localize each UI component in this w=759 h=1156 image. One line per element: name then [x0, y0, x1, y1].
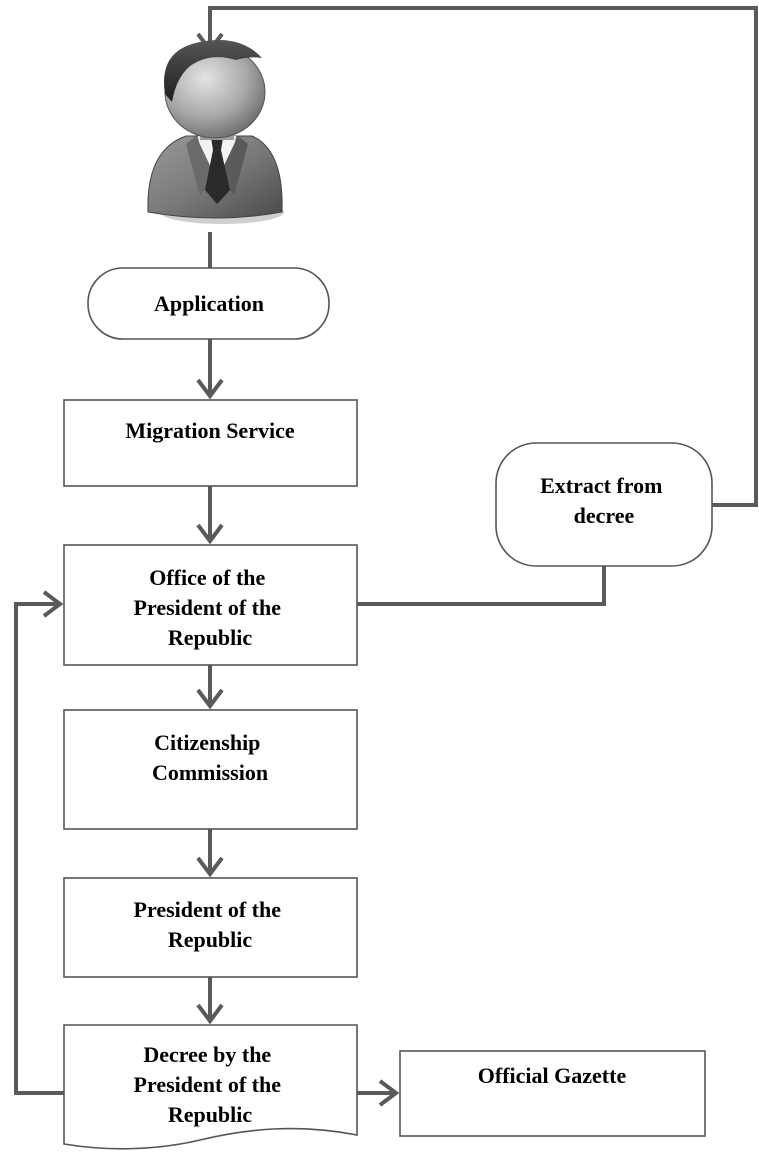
- connector-extract-to-applicant: [208, 6, 758, 507]
- connector-office-to-extract: [357, 566, 606, 606]
- node-president: President of the Republic: [63, 877, 358, 978]
- node-official-gazette: Official Gazette: [399, 1050, 706, 1137]
- node-extract-decree: Extract from decree: [495, 442, 713, 567]
- person-icon: [147, 40, 284, 224]
- node-migration-service-label: Migration Service: [125, 418, 294, 443]
- node-application-label: Application: [154, 291, 264, 316]
- arrowhead-office: [196, 523, 224, 545]
- node-citizenship-commission-label: Citizenship Commission: [152, 730, 268, 785]
- node-president-label: President of the Republic: [134, 897, 287, 952]
- arrowhead-office-loop: [42, 590, 64, 618]
- node-office-president: Office of the President of the Republic: [63, 544, 358, 666]
- node-decree-label: Decree by the President of the Republic: [134, 1042, 287, 1127]
- node-official-gazette-label: Official Gazette: [478, 1063, 627, 1088]
- node-migration-service: Migration Service: [63, 399, 358, 487]
- arrowhead-decree: [196, 1003, 224, 1025]
- arrowhead-migration: [196, 378, 224, 400]
- node-extract-decree-label: Extract from decree: [540, 473, 668, 528]
- node-citizenship-commission: Citizenship Commission: [63, 709, 358, 830]
- connector-decree-to-office: [14, 602, 64, 1095]
- node-office-president-label: Office of the President of the Republic: [134, 565, 287, 650]
- arrowhead-gazette: [378, 1079, 400, 1107]
- arrowhead-president: [196, 856, 224, 878]
- arrowhead-commission: [196, 688, 224, 710]
- node-application: Application: [87, 267, 330, 340]
- node-decree: Decree by the President of the Republic: [63, 1024, 358, 1150]
